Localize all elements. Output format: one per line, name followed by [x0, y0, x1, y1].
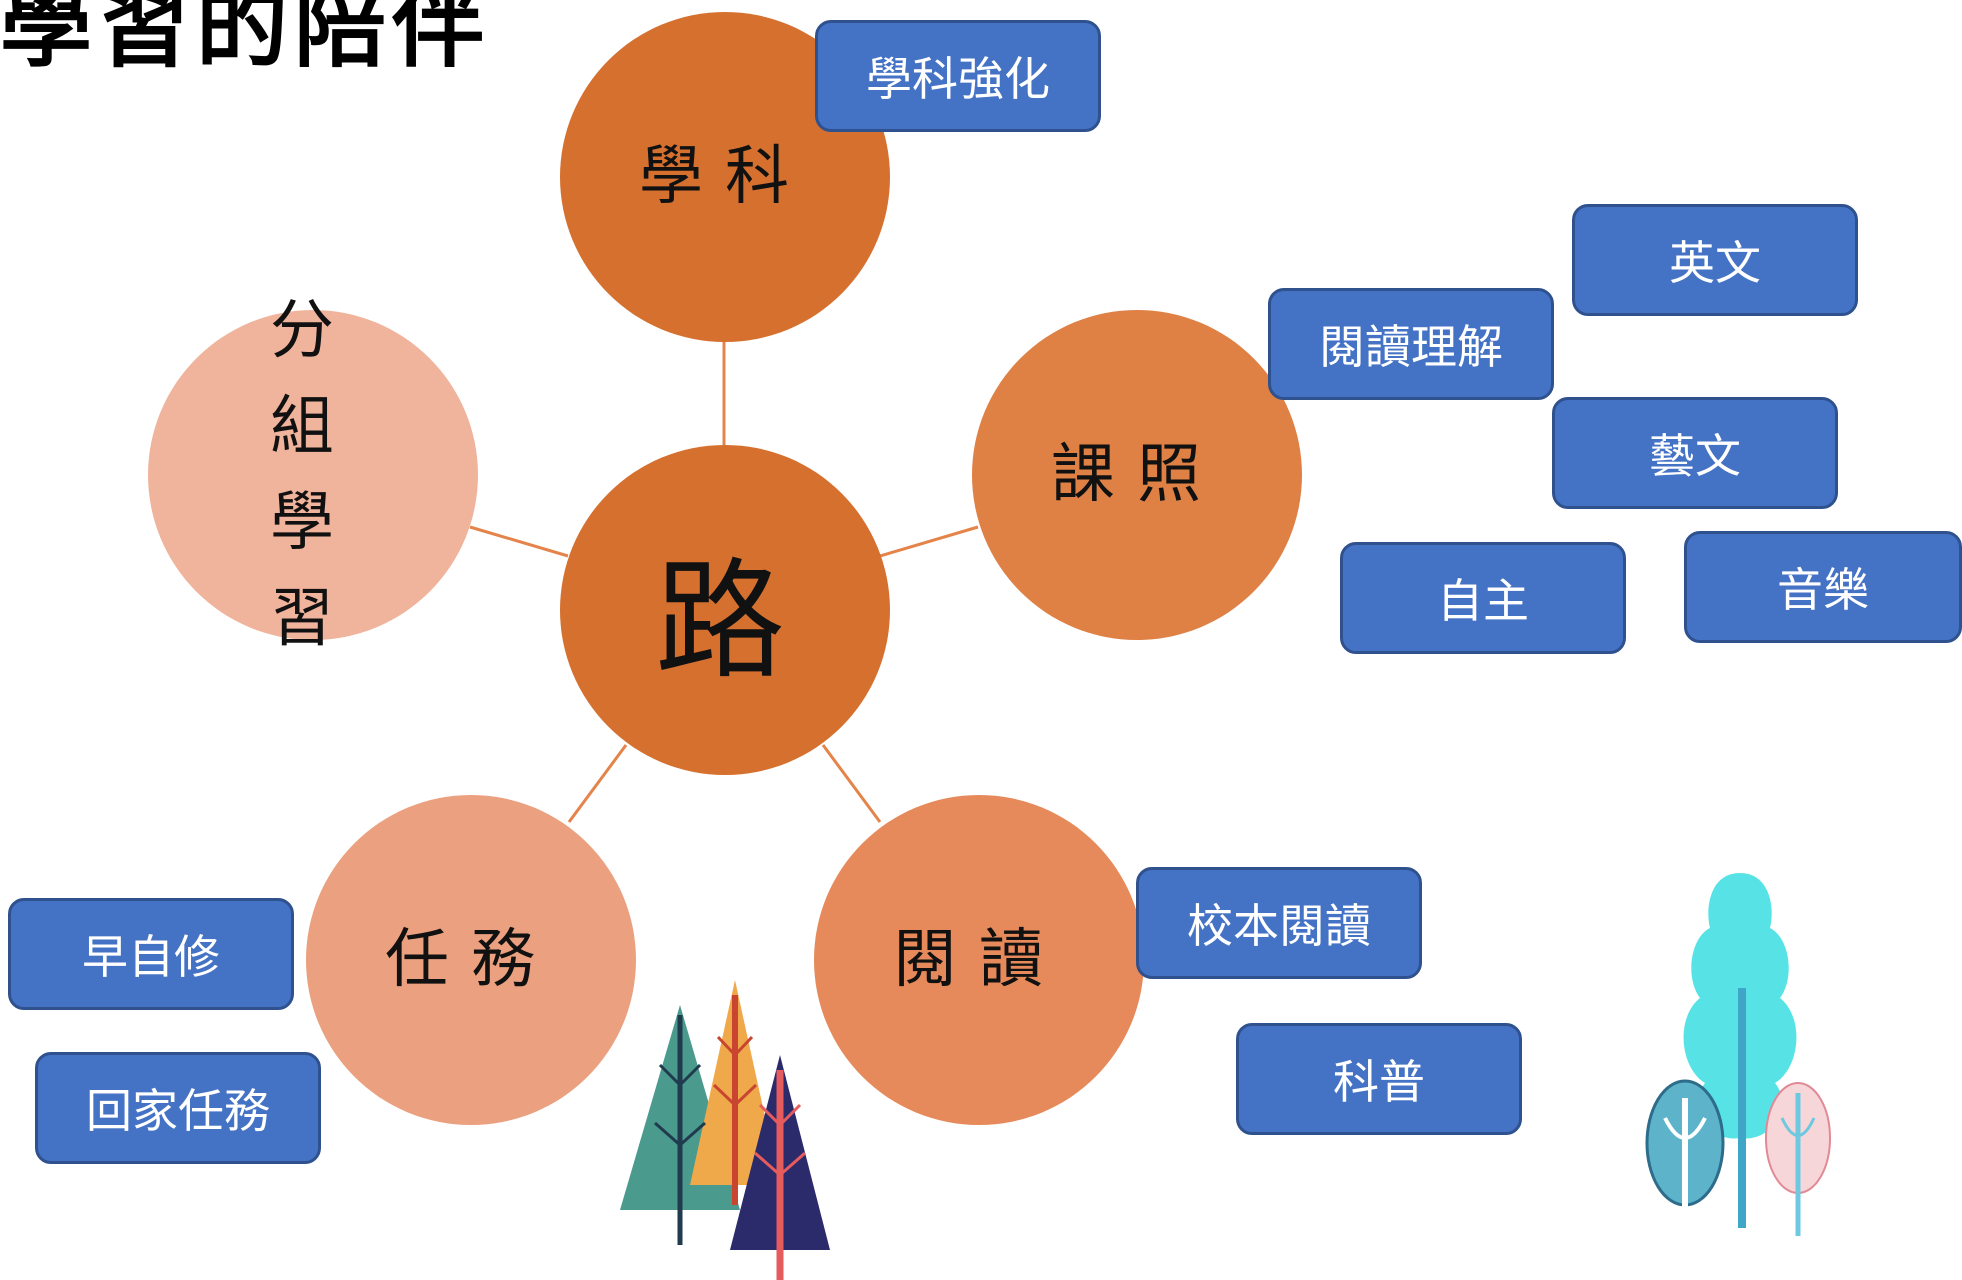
tag-science: 科普 — [1236, 1023, 1522, 1135]
tag-arts: 藝文 — [1552, 397, 1838, 509]
tag-subject-strengthen: 學科強化 — [815, 20, 1101, 132]
tag-self-directed: 自主 — [1340, 542, 1626, 654]
node-certificate: 課照 — [972, 310, 1302, 640]
center-node: 路 — [560, 445, 890, 775]
tag-homework: 回家任務 — [35, 1052, 321, 1164]
cyan-trees-illustration — [1645, 873, 1831, 1240]
node-reading-label: 閱讀 — [893, 923, 1065, 997]
tag-music: 音樂 — [1684, 531, 1962, 643]
link-group — [469, 525, 569, 558]
tag-school-reading: 校本閱讀 — [1136, 867, 1422, 979]
link-task — [567, 744, 628, 823]
node-group-label: 分組學習 — [270, 294, 356, 656]
page-title: 學習的陪伴 — [0, 0, 491, 80]
node-task-label: 任務 — [385, 923, 557, 997]
node-subject-label: 學科 — [639, 140, 811, 214]
node-group: 分組學習 — [148, 294, 478, 656]
node-certificate-label: 課照 — [1051, 438, 1223, 512]
link-reading — [821, 744, 882, 823]
node-reading: 閱讀 — [814, 795, 1144, 1125]
center-label: 路 — [654, 545, 795, 697]
tag-reading-comprehension: 閱讀理解 — [1268, 288, 1554, 400]
link-certificate — [879, 525, 979, 558]
pine-trees-illustration — [620, 980, 830, 1280]
tag-morning-study: 早自修 — [8, 898, 294, 1010]
node-task: 任務 — [306, 795, 636, 1125]
tag-english: 英文 — [1572, 204, 1858, 316]
